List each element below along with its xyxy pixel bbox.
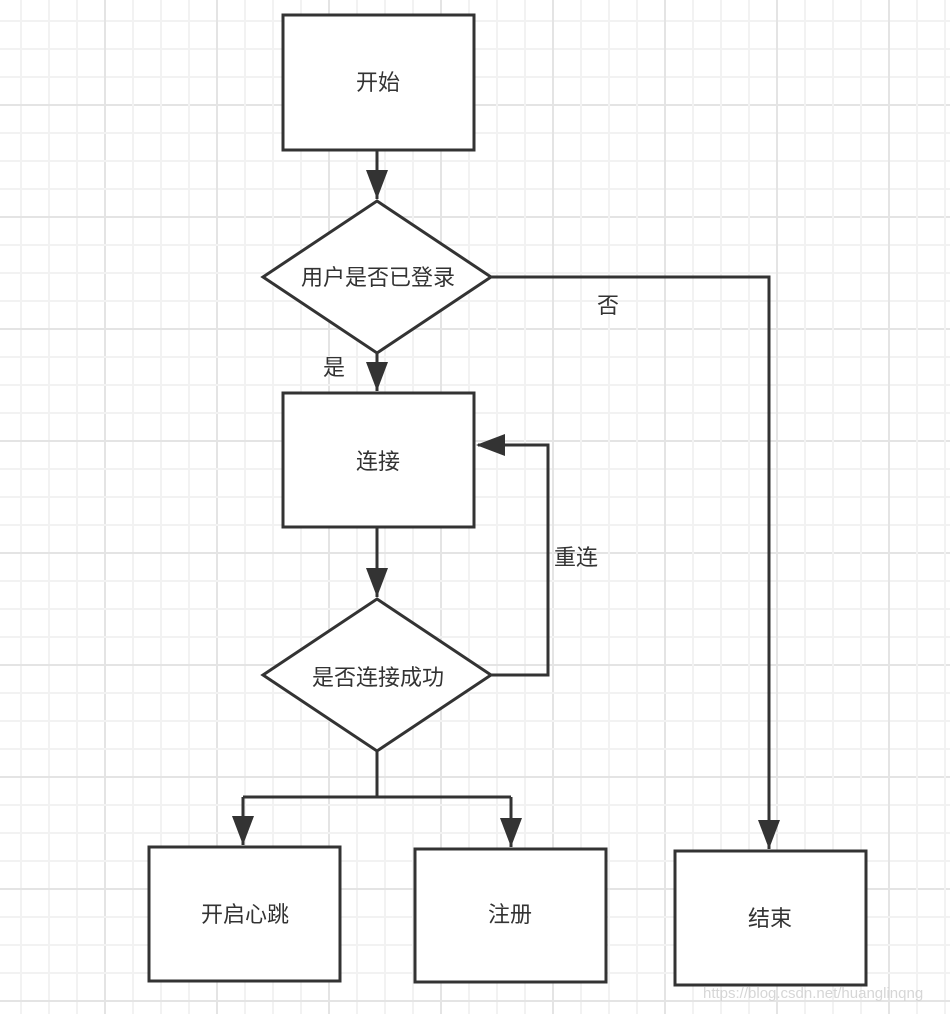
node-connect[interactable]: [281, 391, 476, 529]
arrow-head-icon: [758, 820, 780, 849]
edge-label-reconnect: 重连: [554, 546, 598, 571]
edge-label-yes: 是: [323, 356, 345, 381]
label-register: 注册: [488, 903, 532, 928]
node-register[interactable]: [413, 847, 608, 984]
label-end: 结束: [748, 907, 792, 932]
label-connected-check: 是否连接成功: [312, 666, 444, 691]
label-heartbeat: 开启心跳: [201, 903, 289, 928]
node-heartbeat[interactable]: [147, 845, 342, 983]
edge-check-no: [491, 275, 771, 849]
arrowheads: [232, 170, 780, 849]
node-end[interactable]: [673, 849, 868, 987]
edge-split: [241, 751, 513, 847]
arrow-head-icon: [366, 362, 388, 391]
label-logged-in-check: 用户是否已登录: [301, 266, 455, 291]
arrow-head-icon: [366, 568, 388, 597]
arrow-head-icon: [366, 170, 388, 199]
node-start[interactable]: [281, 13, 476, 152]
arrow-head-icon: [500, 818, 522, 847]
edge-label-no: 否: [597, 294, 619, 319]
watermark: https://blog.csdn.net/huanglinqng: [703, 985, 924, 1002]
edge-reconnect: [478, 443, 550, 677]
arrow-head-icon: [476, 434, 505, 456]
label-connect: 连接: [356, 450, 400, 475]
label-start: 开始: [356, 71, 400, 96]
arrow-head-icon: [232, 816, 254, 845]
